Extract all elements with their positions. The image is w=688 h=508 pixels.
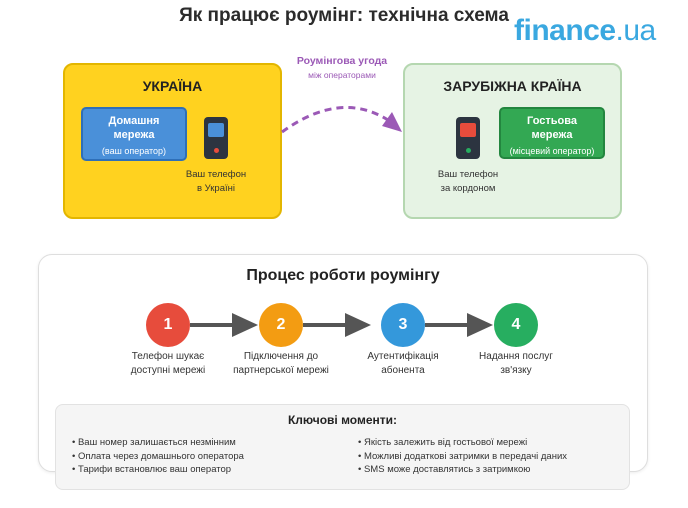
step-4-circle: 4 (494, 303, 538, 347)
process-title: Процес роботи роумінгу (246, 267, 440, 284)
list-item: SMS може доставлятись з затримкою (358, 463, 628, 477)
agreement-title: Роумінгова угода (296, 55, 388, 67)
step-2-label-line1: Підключення до (243, 351, 319, 362)
phone-abroad-caption-line2: за кордоном (440, 183, 496, 194)
home-network-title: Домашня мережа (108, 115, 160, 141)
step-3-label: Аутентифікація абонента (343, 350, 463, 378)
phone-abroad-caption-line1: Ваш телефон (437, 169, 499, 180)
step-2-label-line2: партнерської мережі (233, 365, 329, 376)
logo-main: finance (514, 14, 616, 47)
step-3-label-line2: абонента (381, 365, 425, 376)
step-3-label-line1: Аутентифікація (367, 351, 439, 362)
step-3-circle: 3 (381, 303, 425, 347)
key-moments-left-list: Ваш номер залишається незмінним Оплата ч… (72, 436, 342, 477)
foreign-country-title: ЗАРУБІЖНА КРАЇНА (443, 78, 582, 94)
phone-ukraine-caption-line1: Ваш телефон (185, 169, 247, 180)
step-2-label: Підключення до партнерської мережі (221, 350, 341, 378)
phone-ukraine-icon (204, 117, 228, 159)
page-title: Як працює роумінг: технічна схема (179, 5, 509, 26)
phone-abroad-caption: Ваш телефон за кордоном (428, 168, 508, 196)
ukraine-title: УКРАЇНА (142, 78, 203, 94)
phone-ukraine-caption: Ваш телефон в Україні (176, 168, 256, 196)
home-network-subtitle: (ваш оператор) (101, 146, 167, 156)
step-4-label-line1: Надання послуг (479, 351, 553, 362)
agreement-subtitle: між операторами (308, 70, 376, 80)
roaming-agreement-arrow (281, 106, 402, 134)
guest-network-box: Гостьова мережа (місцевий оператор) (499, 107, 605, 159)
step-1-label-line1: Телефон шукає (131, 351, 205, 362)
phone-abroad-icon (456, 117, 480, 159)
key-moments-right-list: Якість залежить від гостьової мережі Мож… (358, 436, 628, 477)
guest-network-subtitle: (місцевий оператор) (509, 146, 595, 156)
home-network-box: Домашня мережа (ваш оператор) (81, 107, 187, 161)
process-arrows (190, 313, 493, 337)
list-item: Можливі додаткові затримки в передачі да… (358, 450, 628, 464)
list-item: Тарифи встановлює ваш оператор (72, 463, 342, 477)
key-moments-title: Ключові моменти: (287, 413, 398, 427)
logo-suffix: .ua (615, 14, 657, 47)
step-2-circle: 2 (259, 303, 303, 347)
step-4-label: Надання послуг зв'язку (456, 350, 576, 378)
phone-ukraine-caption-line2: в Україні (196, 183, 235, 194)
step-1-label-line2: доступні мережі (130, 365, 206, 376)
site-logo[interactable]: finance.ua (514, 14, 656, 48)
guest-network-title: Гостьова мережа (527, 115, 577, 141)
list-item: Оплата через домашнього оператора (72, 450, 342, 464)
list-item: Якість залежить від гостьової мережі (358, 436, 628, 450)
step-4-label-line2: зв'язку (500, 365, 532, 376)
step-1-label: Телефон шукає доступні мережі (108, 350, 228, 378)
list-item: Ваш номер залишається незмінним (72, 436, 342, 450)
step-1-circle: 1 (146, 303, 190, 347)
